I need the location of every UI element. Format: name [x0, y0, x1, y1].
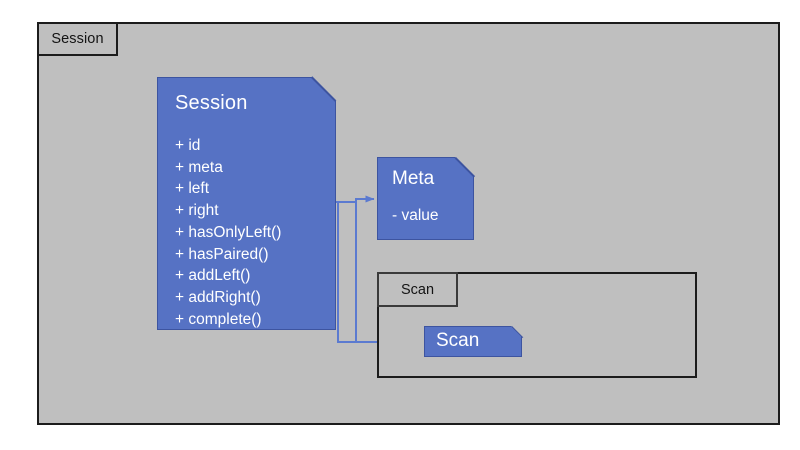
class-title-meta: Meta: [392, 168, 435, 189]
class-box-scan[interactable]: Scan: [424, 326, 524, 357]
class-member: + left: [175, 180, 210, 198]
scan-package-tab-label: Scan: [400, 281, 435, 298]
class-member: + addRight(): [175, 288, 261, 306]
class-title-session: Session: [175, 92, 248, 114]
class-member-list-meta: - value: [392, 206, 439, 226]
class-box-session[interactable]: Session + id + meta + left + right + has…: [157, 76, 337, 330]
class-member: - value: [392, 207, 439, 224]
class-member: + id: [175, 137, 201, 154]
class-box-meta[interactable]: Meta - value: [377, 157, 476, 240]
outer-package-tab[interactable]: Session: [37, 22, 118, 56]
class-member: + right: [175, 202, 219, 220]
class-title-scan: Scan: [436, 330, 480, 351]
class-member: + hasOnlyLeft(): [175, 223, 282, 241]
outer-package-tab-label: Session: [51, 31, 104, 47]
scan-package-tab[interactable]: Scan: [377, 272, 458, 307]
class-member: + hasPaired(): [175, 245, 269, 263]
class-member-list-session: + id + meta + left + right + hasOnlyLeft…: [175, 135, 329, 330]
class-member: + addLeft(): [175, 267, 251, 285]
class-member: + meta: [175, 158, 223, 176]
class-member: + complete(): [175, 310, 262, 328]
